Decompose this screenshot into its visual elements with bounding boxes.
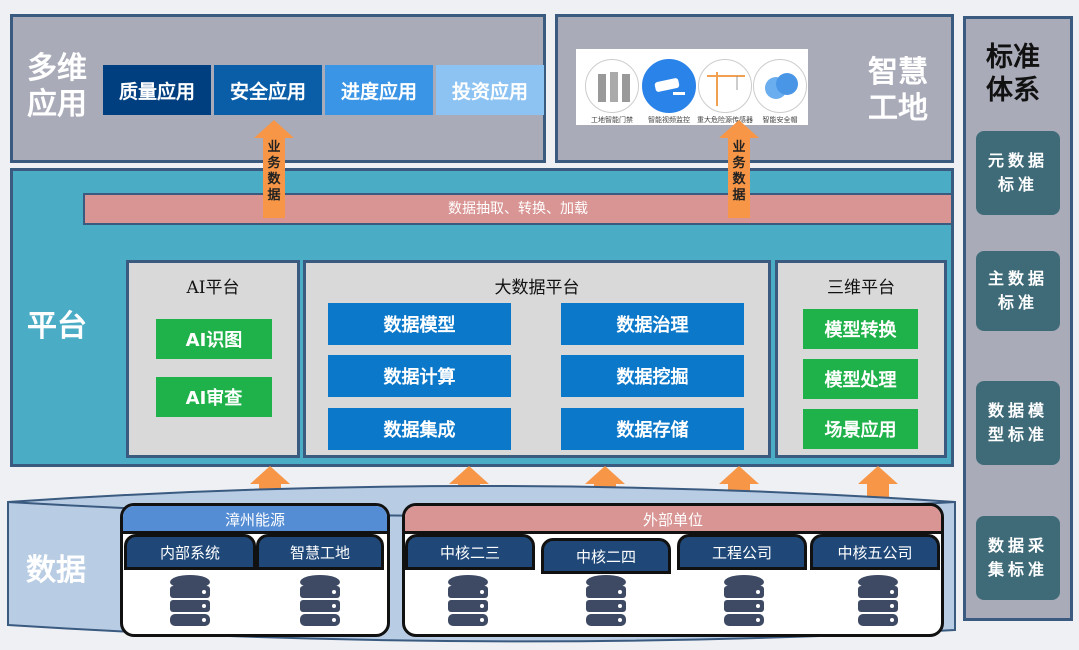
site-icons-image: 工地智能门禁 智能视频监控 重大危险源传感器 智能安全帽 xyxy=(576,49,808,125)
database-icon xyxy=(586,575,626,626)
tab-investment[interactable]: 投资应用 xyxy=(436,65,544,115)
tab-progress[interactable]: 进度应用 xyxy=(325,65,433,115)
standards-title: 标准体系 xyxy=(986,42,1040,106)
bigdata-platform: 大数据平台 数据模型 数据治理 数据计算 数据挖掘 数据集成 数据存储 xyxy=(303,260,771,458)
tab-quality[interactable]: 质量应用 xyxy=(103,65,211,115)
threed-item[interactable]: 场景应用 xyxy=(803,409,918,449)
standard-item[interactable]: 元数据标准 xyxy=(976,131,1060,215)
unit-engineering[interactable]: 工程公司 xyxy=(677,534,807,570)
threed-item[interactable]: 模型处理 xyxy=(803,359,918,399)
bigdata-item[interactable]: 数据模型 xyxy=(328,303,511,345)
site-panel: 工地智能门禁 智能视频监控 重大危险源传感器 智能安全帽 智慧工地 xyxy=(555,14,954,163)
group-external-label: 外部单位 xyxy=(405,506,941,534)
standard-item[interactable]: 主数据标准 xyxy=(976,251,1060,331)
threed-platform: 三维平台 模型转换 模型处理 场景应用 xyxy=(775,260,947,458)
threed-platform-title: 三维平台 xyxy=(827,278,895,298)
group-external: 外部单位 xyxy=(402,503,944,637)
ai-item[interactable]: AI审查 xyxy=(156,377,272,417)
unit-cnnc24[interactable]: 中核二四 xyxy=(541,538,671,574)
platform-panel: 数据抽取、转换、加载 平台 AI平台 AI识图 AI审查 大数据平台 数据模型 … xyxy=(10,168,954,467)
group-zhangzhou-label: 漳州能源 xyxy=(123,506,387,534)
bigdata-item[interactable]: 数据挖掘 xyxy=(561,355,744,397)
data-title: 数据 xyxy=(26,553,86,588)
unit-site[interactable]: 智慧工地 xyxy=(256,534,384,570)
standard-item[interactable]: 数据采集标准 xyxy=(976,516,1060,600)
up-arrow: 业务数据 xyxy=(254,120,294,218)
unit-internal[interactable]: 内部系统 xyxy=(124,534,256,570)
tower-crane-icon xyxy=(698,59,752,113)
database-icon xyxy=(448,575,488,626)
bigdata-item[interactable]: 数据治理 xyxy=(561,303,744,345)
platform-title: 平台 xyxy=(27,309,87,344)
bigdata-platform-title: 大数据平台 xyxy=(494,278,580,298)
apps-panel: 多维应用 质量应用 安全应用 进度应用 投资应用 xyxy=(10,14,546,163)
icon-label: 智能视频监控 xyxy=(648,116,690,124)
helmet-icon xyxy=(753,59,807,113)
site-title: 智慧工地 xyxy=(868,55,928,126)
unit-cnnc5[interactable]: 中核五公司 xyxy=(810,534,940,570)
database-icon xyxy=(724,575,764,626)
database-icon xyxy=(170,575,210,626)
apps-title: 多维应用 xyxy=(27,51,87,122)
camera-icon xyxy=(642,59,696,113)
database-icon xyxy=(858,575,898,626)
ai-platform: AI平台 AI识图 AI审查 xyxy=(126,260,300,458)
icon-label: 工地智能门禁 xyxy=(591,116,633,124)
tab-safety[interactable]: 安全应用 xyxy=(214,65,322,115)
ai-item[interactable]: AI识图 xyxy=(156,319,272,359)
standard-item[interactable]: 数据模型标准 xyxy=(976,381,1060,465)
bigdata-item[interactable]: 数据集成 xyxy=(328,408,511,450)
standards-panel: 标准体系 元数据标准 主数据标准 数据模型标准 数据采集标准 xyxy=(963,16,1073,621)
threed-item[interactable]: 模型转换 xyxy=(803,309,918,349)
turnstile-icon xyxy=(585,59,639,113)
bigdata-item[interactable]: 数据计算 xyxy=(328,355,511,397)
database-icon xyxy=(300,575,340,626)
bigdata-item[interactable]: 数据存储 xyxy=(561,408,744,450)
etl-bar: 数据抽取、转换、加载 xyxy=(83,193,953,225)
ai-platform-title: AI平台 xyxy=(186,278,240,298)
icon-label: 智能安全帽 xyxy=(762,116,798,124)
group-zhangzhou: 漳州能源 xyxy=(120,503,390,637)
unit-cnnc23[interactable]: 中核二三 xyxy=(405,534,535,570)
up-arrow: 业务数据 xyxy=(719,120,759,218)
